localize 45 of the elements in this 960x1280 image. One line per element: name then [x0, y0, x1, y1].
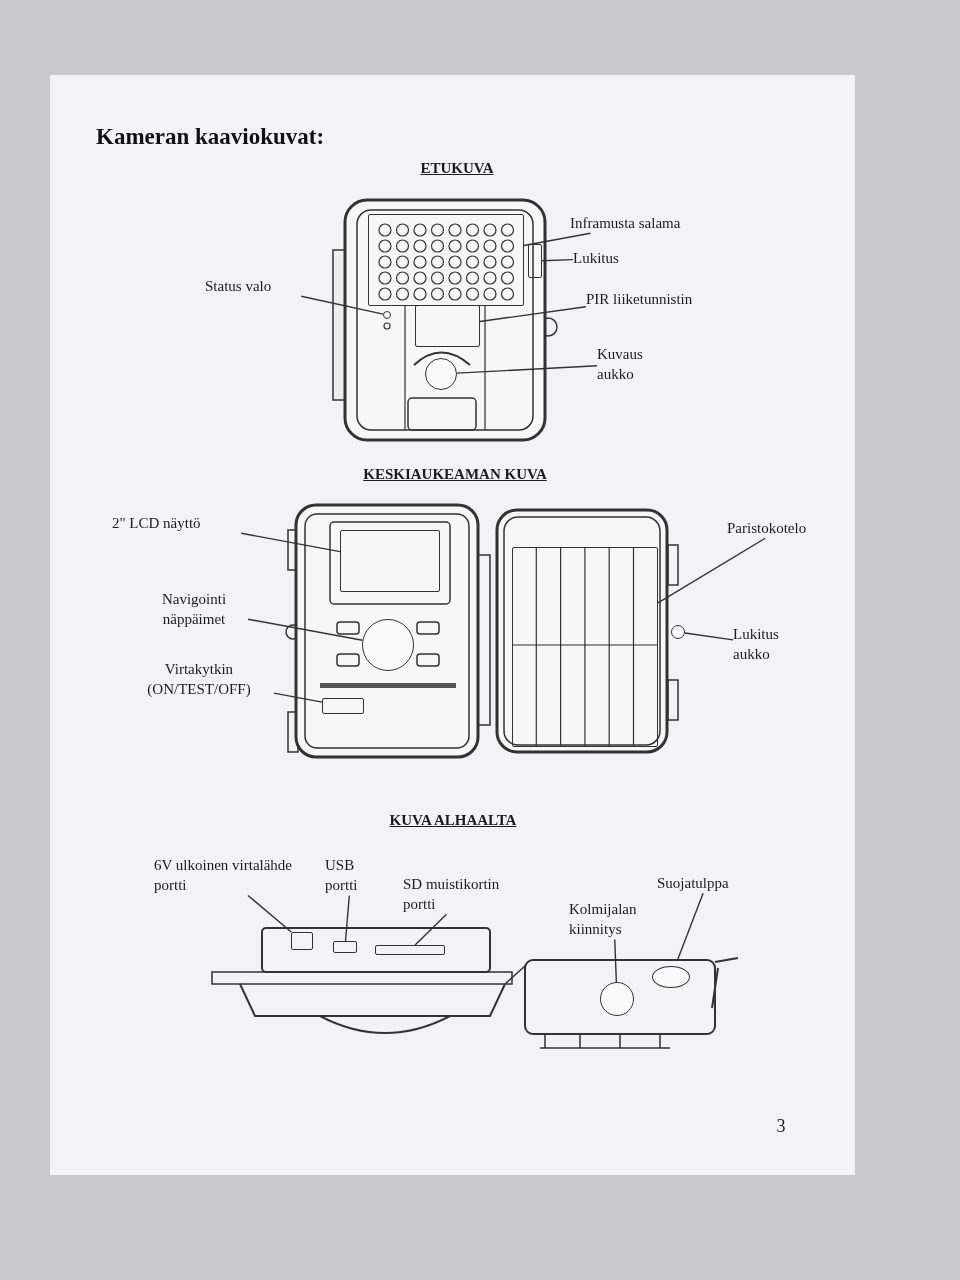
leader-line	[614, 938, 618, 983]
leader-line	[247, 894, 292, 933]
leader-line	[523, 232, 592, 247]
callout-label: Kolmijalan kiinnitys	[569, 899, 659, 940]
callout-label: Paristokotelo	[727, 518, 837, 539]
callout-label: 2" LCD näyttö	[112, 513, 262, 534]
leader-line	[344, 894, 350, 942]
section-heading: KUVA ALHAALTA	[389, 812, 517, 829]
leader-line	[414, 913, 447, 946]
leader-line	[456, 365, 598, 374]
leader-line	[273, 692, 323, 703]
section-heading: KESKIAUKEAMAN KUVA	[363, 466, 547, 483]
sd-card-slot	[375, 945, 445, 955]
callout-label: Suojatulppa	[657, 873, 757, 894]
lock-latch	[528, 244, 542, 278]
callout-label: Lukitus aukko	[733, 624, 795, 665]
leader-line	[657, 537, 766, 604]
power-jack	[291, 932, 313, 950]
section-heading: ETUKUVA	[420, 160, 494, 177]
callout-label: Kuvaus aukko	[597, 344, 657, 385]
infrared-led-panel	[368, 214, 524, 306]
page-number: 3	[776, 1116, 786, 1137]
callout-label: Navigointi näppäimet	[140, 589, 248, 630]
battery-compartment	[512, 547, 658, 747]
callout-label: PIR liiketunnistin	[586, 289, 696, 310]
callout-label: Status valo	[205, 276, 305, 297]
leader-line	[247, 618, 364, 641]
leader-line	[300, 295, 384, 315]
callout-label: Inframusta salama	[570, 213, 720, 234]
status-light	[383, 311, 391, 319]
callout-label: USB portti	[325, 855, 377, 896]
power-switch	[322, 698, 364, 714]
leader-line	[541, 258, 574, 262]
callout-label: SD muistikortin portti	[403, 874, 531, 915]
usb-port	[333, 941, 357, 953]
callout-label: 6V ulkoinen virtalähde portti	[154, 855, 294, 896]
leader-line	[240, 532, 341, 553]
callout-label: Virtakytkin (ON/TEST/OFF)	[124, 659, 274, 700]
leader-line	[677, 892, 704, 960]
lcd-screen	[340, 530, 440, 592]
leader-line	[479, 306, 587, 323]
callout-label: Lukitus	[573, 248, 653, 269]
page-title: Kameran kaaviokuvat:	[96, 124, 325, 150]
leader-line	[684, 632, 734, 641]
motion-sensor-window	[415, 305, 480, 347]
